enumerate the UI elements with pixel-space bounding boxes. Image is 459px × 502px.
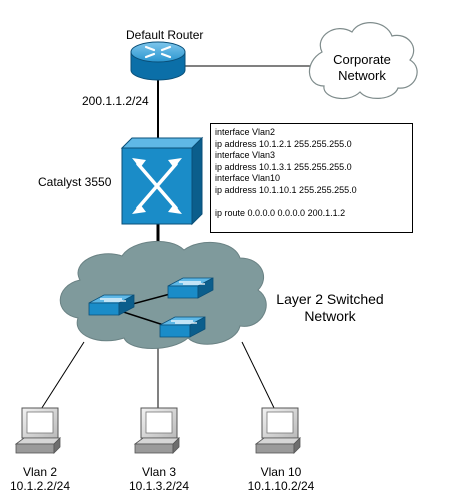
host-ip: 10.1.2.2/24 bbox=[9, 479, 71, 493]
host-vlan: Vlan 2 bbox=[22, 465, 58, 479]
l2-network-line2: Network bbox=[304, 308, 356, 324]
l2-switch-icon-top bbox=[167, 277, 214, 299]
link-l2-host3 bbox=[241, 341, 277, 413]
config-line: interface Vlan2 bbox=[215, 127, 276, 137]
config-line-blank bbox=[215, 196, 412, 208]
host-ip: 10.1.10.2/24 bbox=[247, 479, 315, 493]
host-label-vlan10: Vlan 10 10.1.10.2/24 bbox=[238, 465, 324, 493]
host-vlan: Vlan 3 bbox=[141, 465, 177, 479]
config-line: ip address 10.1.2.1 255.255.255.0 bbox=[215, 138, 352, 149]
host-label-vlan2: Vlan 2 10.1.2.2/24 bbox=[2, 465, 78, 493]
link-l2-host1 bbox=[37, 341, 85, 415]
l2-switch-icon-bottom bbox=[159, 316, 206, 338]
config-line: ip address 10.1.10.1 255.255.255.0 bbox=[215, 184, 357, 195]
l2-switch-icon-left bbox=[88, 294, 135, 316]
router-label: Default Router bbox=[126, 28, 204, 42]
host-label-vlan3: Vlan 3 10.1.3.2/24 bbox=[121, 465, 197, 493]
corporate-network-line1: Corporate bbox=[333, 52, 391, 67]
multilayer-switch-icon bbox=[120, 136, 204, 226]
host-vlan: Vlan 10 bbox=[260, 465, 302, 479]
pc-icon-vlan2 bbox=[14, 407, 61, 454]
corporate-network-line2: Network bbox=[338, 68, 386, 83]
config-line: interface Vlan10 bbox=[215, 173, 281, 183]
router-ip-label: 200.1.1.2/24 bbox=[82, 94, 149, 108]
config-line: ip route 0.0.0.0 0.0.0.0 200.1.1.2 bbox=[215, 207, 346, 218]
pc-icon-vlan3 bbox=[133, 407, 180, 454]
host-ip: 10.1.3.2/24 bbox=[128, 479, 190, 493]
corporate-network-label: Corporate Network bbox=[322, 52, 402, 84]
l2-network-label: Layer 2 Switched Network bbox=[262, 291, 398, 325]
layer2-network-cloud bbox=[59, 240, 267, 349]
config-line: ip address 10.1.3.1 255.255.255.0 bbox=[215, 161, 352, 172]
router-icon bbox=[130, 41, 186, 81]
switch-label: Catalyst 3550 bbox=[38, 175, 112, 189]
l2-network-line1: Layer 2 Switched bbox=[276, 291, 384, 307]
corporate-network-cloud bbox=[308, 22, 418, 100]
config-line: interface Vlan3 bbox=[215, 150, 276, 160]
links bbox=[37, 65, 312, 415]
pc-icon-vlan10 bbox=[254, 407, 301, 454]
config-box: interface Vlan2 ip address 10.1.2.1 255.… bbox=[210, 123, 413, 233]
